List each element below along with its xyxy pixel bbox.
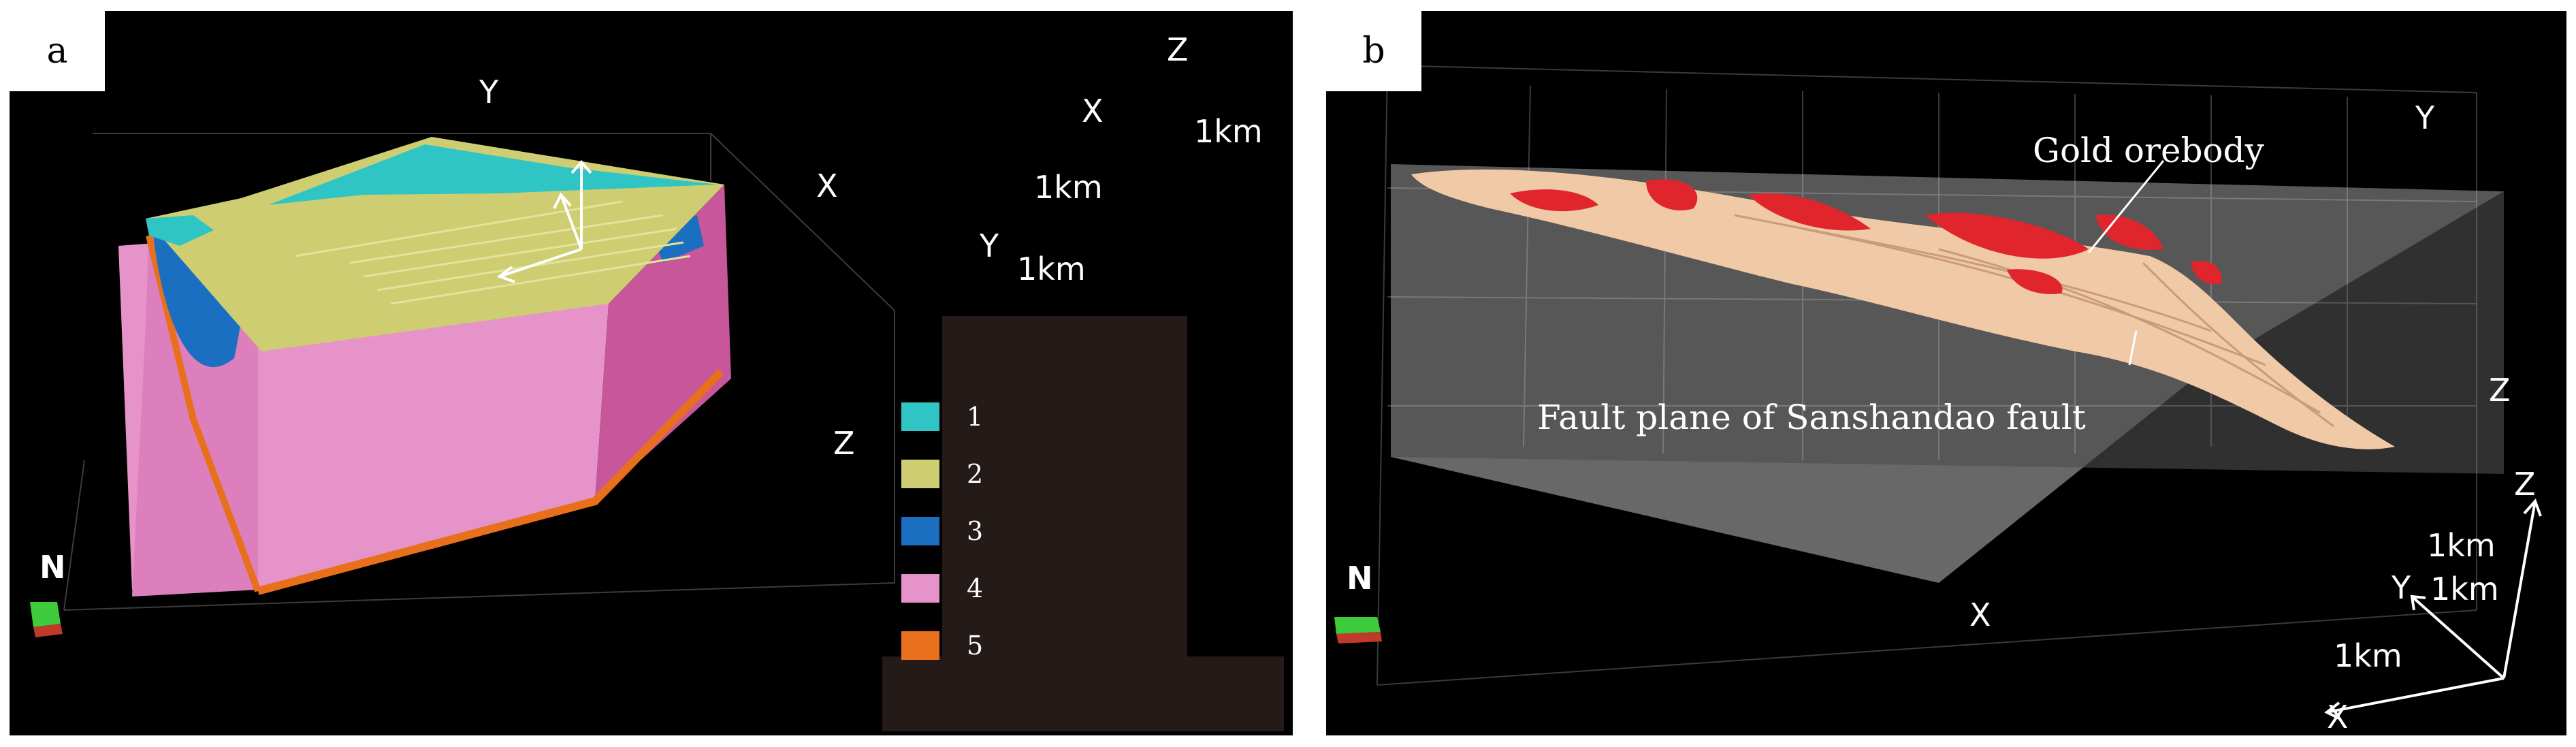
- legend-swatch-1: [901, 402, 939, 431]
- triad-x-scale: 1km: [1034, 169, 1103, 206]
- triad-z-scale: 1km: [2427, 527, 2496, 564]
- unit-4-side-face: [595, 185, 731, 501]
- legend-panel-lower: [882, 656, 1284, 731]
- lower-plane-surface: [1391, 191, 2504, 583]
- legend-item-1: 1: [901, 398, 983, 436]
- z-axis-label: Z: [2489, 372, 2511, 409]
- fault-model-3d: [1334, 65, 2542, 720]
- legend-item-3: 3: [901, 512, 983, 550]
- y-axis-label: Y: [2415, 99, 2435, 136]
- z-axis-label: Z: [833, 425, 855, 462]
- orebody-annotation: Gold orebody: [2033, 131, 2264, 170]
- legend-label-2: 2: [967, 459, 984, 489]
- legend-swatch-3: [901, 517, 939, 545]
- legend-swatch-2: [901, 460, 939, 488]
- legend-swatch-5: [901, 631, 939, 660]
- legend-item-4: 4: [901, 569, 983, 607]
- triad-x-label: X: [2327, 699, 2349, 735]
- fault-leader: [2128, 330, 2138, 366]
- triad-x-scale: 1km: [2334, 637, 2402, 674]
- y-axis-label: Y: [479, 74, 499, 110]
- panel-b-tag: b: [1326, 11, 1421, 91]
- north-label: N: [1347, 560, 1373, 597]
- unit-5-base: [257, 368, 724, 595]
- legend-label-1: 1: [967, 402, 984, 432]
- triad-y-scale: 1km: [2430, 571, 2499, 607]
- axis-triad-icon: [2324, 498, 2542, 720]
- triad-z-scale: 1km: [1194, 113, 1263, 150]
- fault-plane-surface: [1391, 164, 2504, 583]
- fault-annotation: Fault plane of Sanshandao fault: [1537, 398, 2086, 437]
- triad-z-label: Z: [1167, 31, 1189, 68]
- unit-1-left: [146, 215, 214, 246]
- legend-item-5: 5: [901, 626, 983, 665]
- legend-label-4: 4: [967, 573, 984, 603]
- panel-a-tag: a: [10, 11, 105, 91]
- triad-y-label: Y: [980, 227, 999, 264]
- legend-item-2: 2: [901, 455, 983, 493]
- legend-label-5: 5: [967, 631, 984, 661]
- north-label: N: [39, 549, 66, 586]
- bounding-box: [63, 133, 895, 611]
- panel-b: b Y Z X N Gold orebody Fault plane of Sa…: [1326, 11, 2566, 735]
- unit-5-left-edge: [146, 234, 261, 592]
- triad-x-label: X: [1082, 93, 1104, 129]
- x-axis-label: X: [816, 168, 838, 204]
- north-arrow-icon: [1334, 617, 1382, 643]
- north-arrow-icon: [30, 602, 63, 637]
- axis-triad-icon: [496, 159, 592, 283]
- orebody-leader: [2087, 160, 2165, 253]
- x-axis-label: X: [1969, 597, 1991, 633]
- block-model-3d: [30, 133, 895, 637]
- legend-label-3: 3: [967, 516, 984, 546]
- unit-2-top: [146, 137, 724, 351]
- triad-z-label: Z: [2514, 466, 2536, 503]
- legend-panel-upper: [942, 316, 1187, 663]
- triad-y-scale: 1km: [1017, 251, 1086, 287]
- fault-surface: [1411, 169, 2395, 449]
- top-striations: [295, 200, 691, 305]
- gold-orebody: [1510, 179, 2222, 294]
- unit-1-top: [268, 144, 718, 205]
- legend-swatch-4: [901, 574, 939, 603]
- panel-a: a Y X Z N Z 1km X 1km Y 1km 1 2 3 4 5: [10, 11, 1293, 735]
- triad-y-label: Y: [2392, 569, 2411, 606]
